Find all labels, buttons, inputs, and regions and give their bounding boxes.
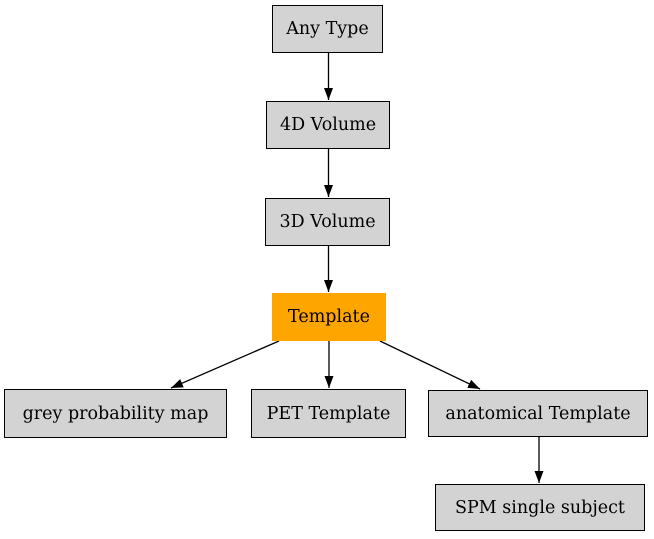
node-3d-volume-label: 3D Volume bbox=[279, 212, 376, 232]
node-any-type[interactable]: Any Type bbox=[272, 5, 383, 53]
node-3d-volume[interactable]: 3D Volume bbox=[265, 198, 390, 246]
node-template[interactable]: Template bbox=[272, 293, 386, 341]
node-anatomical-template-label: anatomical Template bbox=[445, 403, 631, 424]
node-grey-probability-map-label: grey probability map bbox=[22, 403, 209, 424]
edge-template-to-anatomical-template bbox=[379, 340, 481, 390]
node-any-type-label: Any Type bbox=[286, 19, 369, 39]
node-template-label: Template bbox=[288, 307, 370, 327]
node-pet-template-label: PET Template bbox=[266, 403, 391, 424]
node-spm-single-subject-label: SPM single subject bbox=[455, 497, 625, 518]
node-4d-volume[interactable]: 4D Volume bbox=[266, 101, 390, 149]
node-spm-single-subject[interactable]: SPM single subject bbox=[435, 484, 645, 531]
node-grey-probability-map[interactable]: grey probability map bbox=[4, 389, 227, 438]
node-anatomical-template[interactable]: anatomical Template bbox=[428, 390, 648, 437]
node-pet-template[interactable]: PET Template bbox=[251, 389, 406, 438]
node-4d-volume-label: 4D Volume bbox=[279, 115, 377, 135]
edge-template-to-grey-probability-map bbox=[170, 340, 280, 389]
